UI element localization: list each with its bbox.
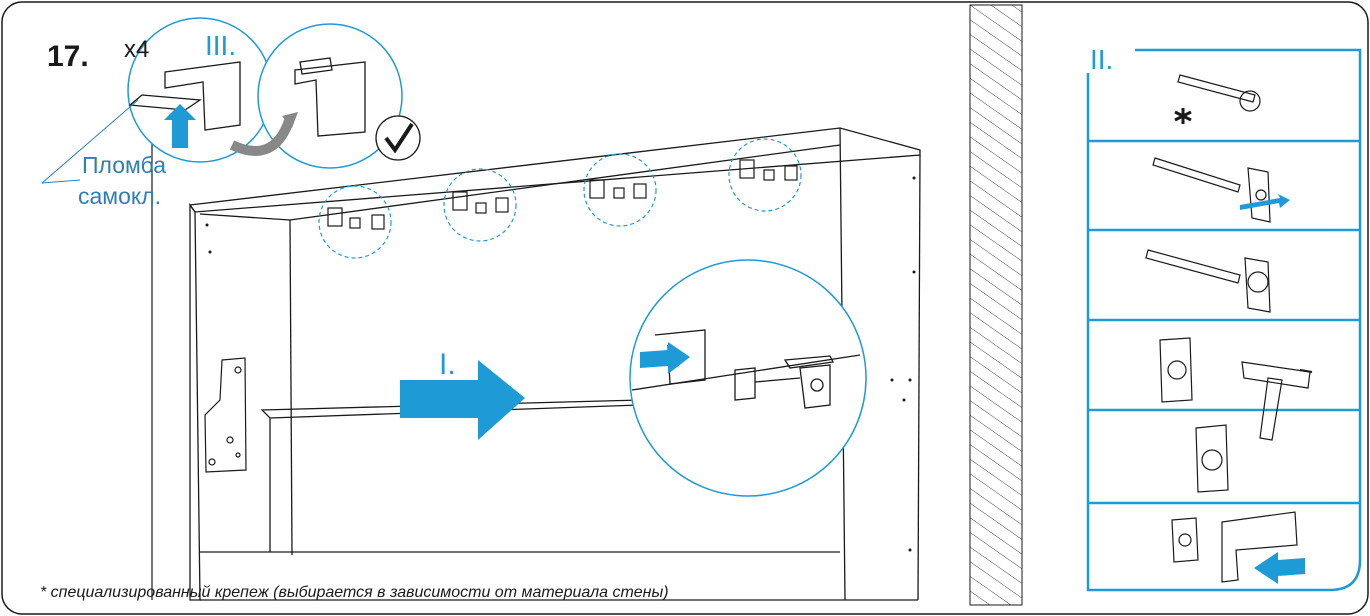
arrow-left-icon	[1254, 552, 1305, 584]
quantity-label: x4	[124, 36, 150, 63]
step-iii-label: III.	[205, 30, 237, 61]
footnote: * специализированный крепеж (выбирается …	[40, 584, 669, 601]
step-i-label: I.	[439, 348, 456, 381]
step-ii-panel	[1086, 48, 1362, 592]
seal-label-line1: Пломба	[82, 152, 166, 178]
detail-circle-iii	[127, 17, 421, 169]
checkmark-icon	[384, 122, 414, 154]
arrow-up-icon	[164, 104, 196, 148]
step-ii-label: II.	[1090, 44, 1114, 75]
bracket-detail-circles	[318, 138, 802, 259]
lift-mechanism	[204, 357, 247, 473]
step-number: 17.	[47, 40, 89, 73]
detail-circle-i	[629, 259, 867, 497]
arrow-right-icon	[640, 342, 690, 374]
hammer-icon	[1299, 369, 1313, 373]
panel-holes	[205, 176, 916, 552]
asterisk-icon	[1174, 108, 1192, 124]
arrow-right-icon	[400, 360, 525, 440]
seal-pointer	[41, 99, 139, 184]
checkmark-badge	[375, 115, 421, 161]
seal-label-line2: самокл.	[78, 183, 162, 209]
curved-arrow-icon	[229, 116, 295, 156]
wall-hatch	[969, 4, 1023, 606]
